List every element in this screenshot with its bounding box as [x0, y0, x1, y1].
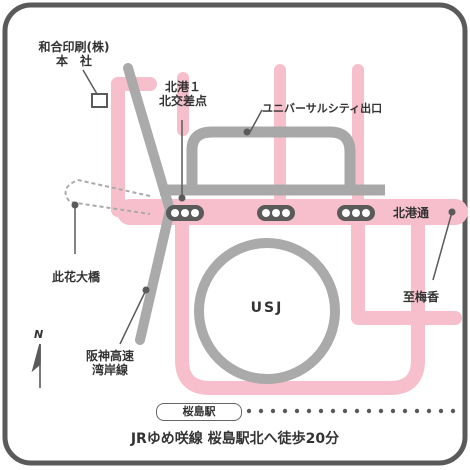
bridge-label: 此花大橋 — [52, 270, 101, 284]
leader-lines — [71, 109, 456, 345]
company-label: 和合印刷(株) 本 社 — [38, 40, 110, 68]
map-border — [2, 2, 468, 466]
usj-exit-label: ユニバーサルシティ出口 — [262, 102, 383, 115]
usj-circle — [194, 238, 340, 384]
usj-exit-ramp — [186, 126, 356, 190]
company-leader-line — [82, 69, 98, 95]
access-text: JRゆめ咲線 桜島駅北へ徒歩20分 — [130, 431, 340, 447]
north-label: N — [34, 328, 44, 341]
railway-line — [246, 408, 456, 414]
bridge-road-dashed — [64, 178, 151, 215]
expressway-label: 阪神高速 湾岸線 — [85, 349, 134, 377]
usj-label: USJ — [250, 300, 284, 316]
company-marker — [91, 93, 108, 108]
route-north-port-label: 北港通 — [393, 206, 430, 220]
traffic-signals — [166, 205, 375, 221]
route-shibaume-label: 至梅香 — [403, 290, 440, 304]
north-arrow-icon — [31, 343, 41, 388]
station-label: 桜島駅 — [156, 403, 242, 421]
intersection-label: 北港１ 北交差点 — [158, 80, 207, 108]
